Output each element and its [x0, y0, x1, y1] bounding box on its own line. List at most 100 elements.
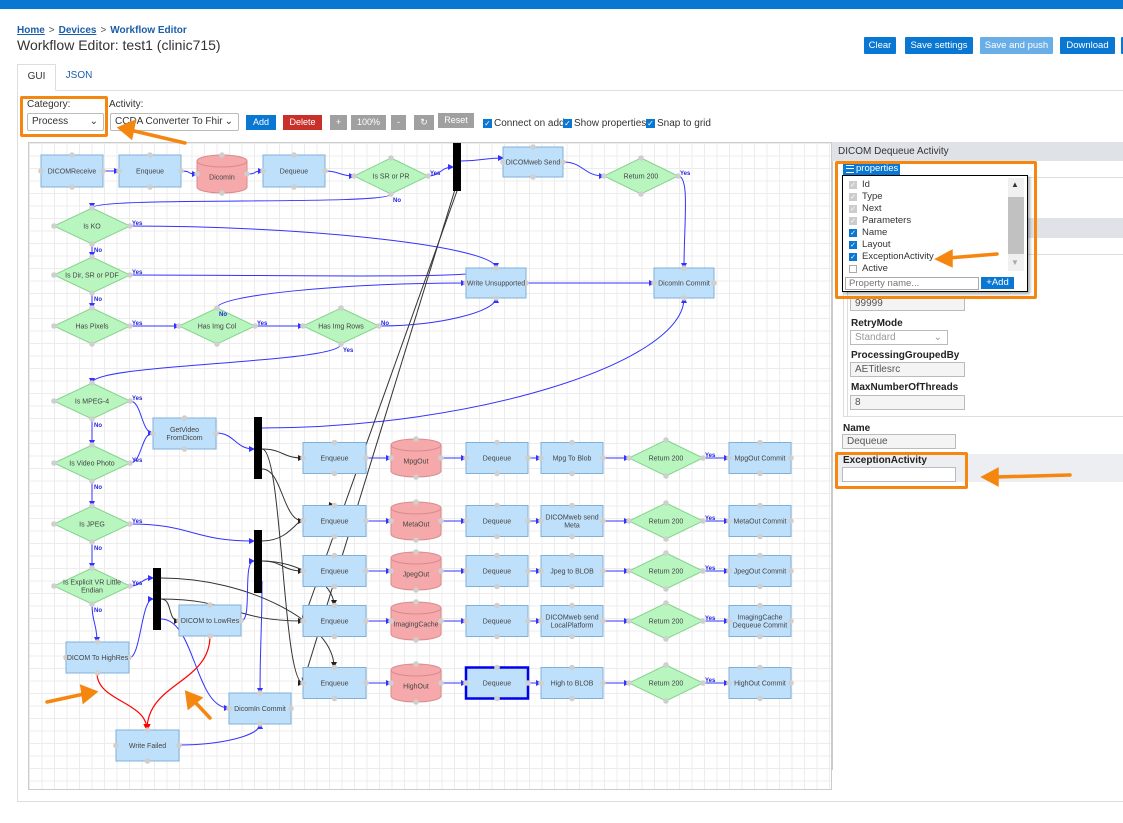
node-enq1[interactable]: Enqueue	[116, 152, 184, 190]
connector[interactable]	[215, 432, 255, 452]
connector[interactable]	[160, 598, 180, 624]
error-connector[interactable]	[96, 672, 151, 732]
node-commit1[interactable]: DicomIn Commit	[226, 690, 294, 727]
node-writeuns[interactable]: Write Unsupported	[463, 265, 529, 301]
port-handle[interactable]	[663, 698, 669, 704]
node-lowres[interactable]: DICOM to LowRes	[176, 602, 244, 639]
port-handle[interactable]	[331, 583, 338, 590]
row-2-enqueue[interactable]: Enqueue	[300, 552, 369, 590]
port-handle[interactable]	[463, 680, 469, 686]
port-handle[interactable]	[51, 223, 57, 229]
rotate-icon[interactable]: ↻	[414, 115, 434, 130]
row-1-queue[interactable]: MetaOut	[388, 499, 444, 543]
port-handle[interactable]	[663, 500, 669, 506]
download-button[interactable]: Download	[1060, 37, 1115, 54]
port-handle[interactable]	[331, 502, 338, 509]
connector[interactable]	[562, 161, 605, 179]
node-isko[interactable]: Is KO	[51, 205, 133, 247]
scroll-up-icon[interactable]: ▲	[1011, 180, 1019, 189]
connector[interactable]	[178, 723, 263, 746]
port-handle[interactable]	[127, 272, 133, 278]
port-handle[interactable]	[560, 159, 566, 165]
port-handle[interactable]	[681, 295, 687, 301]
port-handle[interactable]	[89, 241, 95, 247]
port-handle[interactable]	[523, 280, 529, 286]
port-handle[interactable]	[463, 568, 469, 574]
port-handle[interactable]	[113, 742, 119, 749]
port-handle[interactable]	[127, 398, 133, 404]
port-handle[interactable]	[494, 602, 500, 609]
port-handle[interactable]	[38, 168, 44, 174]
port-handle[interactable]	[788, 518, 794, 524]
port-handle[interactable]	[89, 205, 95, 211]
port-handle[interactable]	[226, 705, 232, 712]
port-handle[interactable]	[757, 470, 763, 477]
port-handle[interactable]	[413, 661, 419, 667]
node-writefail[interactable]: Write Failed	[113, 727, 182, 764]
name-input[interactable]: Dequeue	[842, 434, 956, 449]
checkbox-icon[interactable]: ✓	[849, 180, 857, 189]
port-handle[interactable]	[388, 518, 394, 524]
port-handle[interactable]	[493, 295, 499, 301]
property-option[interactable]: ✓Id	[849, 179, 870, 190]
checkbox-icon[interactable]: ✓	[849, 240, 857, 249]
port-handle[interactable]	[700, 518, 706, 524]
port-handle[interactable]	[147, 184, 153, 190]
port-handle[interactable]	[757, 664, 763, 671]
connector[interactable]	[301, 182, 458, 684]
port-handle[interactable]	[244, 171, 250, 177]
port-handle[interactable]	[376, 323, 382, 329]
property-option[interactable]: ✓Type	[849, 191, 883, 202]
row-4-process[interactable]: High to BLOB	[538, 664, 606, 702]
connector[interactable]	[261, 468, 304, 524]
node-ismpeg[interactable]: Is MPEG-4	[51, 380, 133, 422]
port-handle[interactable]	[147, 152, 153, 158]
port-handle[interactable]	[89, 290, 95, 296]
port-handle[interactable]	[388, 680, 394, 686]
row-1-commit[interactable]: MetaOut Commit	[726, 502, 794, 540]
port-handle[interactable]	[89, 565, 95, 571]
port-handle[interactable]	[569, 583, 575, 590]
port-handle[interactable]	[300, 568, 306, 574]
node-isjpeg[interactable]: Is JPEG	[51, 503, 133, 545]
port-handle[interactable]	[194, 171, 200, 177]
port-handle[interactable]	[89, 416, 95, 422]
row-2-return[interactable]: Return 200	[626, 550, 706, 592]
checkbox-icon[interactable]: ✓	[849, 252, 857, 261]
port-handle[interactable]	[413, 549, 419, 555]
port-handle[interactable]	[322, 168, 328, 174]
port-handle[interactable]	[757, 552, 763, 559]
row-4-enqueue[interactable]: Enqueue	[300, 664, 369, 702]
checkbox-icon[interactable]: ✓	[849, 204, 857, 213]
port-handle[interactable]	[538, 680, 544, 686]
port-handle[interactable]	[127, 583, 133, 589]
port-handle[interactable]	[413, 637, 419, 643]
port-handle[interactable]	[525, 518, 531, 524]
activity-select[interactable]: CCDA Converter To Fhir⌄	[110, 113, 239, 131]
port-handle[interactable]	[538, 618, 544, 624]
port-handle[interactable]	[69, 152, 75, 158]
scroll-down-icon[interactable]: ▼	[1011, 258, 1019, 267]
port-handle[interactable]	[116, 168, 122, 174]
connector[interactable]	[160, 577, 337, 668]
tab-json[interactable]: JSON	[65, 70, 93, 81]
port-handle[interactable]	[89, 442, 95, 448]
show-properties-checkbox[interactable]: ✓Show properties	[563, 118, 646, 129]
property-option[interactable]: ✓Next	[849, 203, 882, 214]
port-handle[interactable]	[757, 695, 763, 702]
row-1-return[interactable]: Return 200	[626, 500, 706, 542]
port-handle[interactable]	[538, 568, 544, 574]
port-handle[interactable]	[494, 633, 500, 640]
row-3-dequeue[interactable]: Dequeue	[463, 602, 531, 640]
port-handle[interactable]	[252, 323, 258, 329]
port-handle[interactable]	[291, 184, 297, 190]
port-handle[interactable]	[63, 654, 69, 661]
row-2-dequeue[interactable]: Dequeue	[463, 552, 531, 590]
port-handle[interactable]	[651, 280, 657, 286]
port-handle[interactable]	[331, 633, 338, 640]
port-handle[interactable]	[127, 323, 133, 329]
port-handle[interactable]	[425, 173, 431, 179]
node-hasrows[interactable]: Has Img Rows	[300, 305, 382, 347]
